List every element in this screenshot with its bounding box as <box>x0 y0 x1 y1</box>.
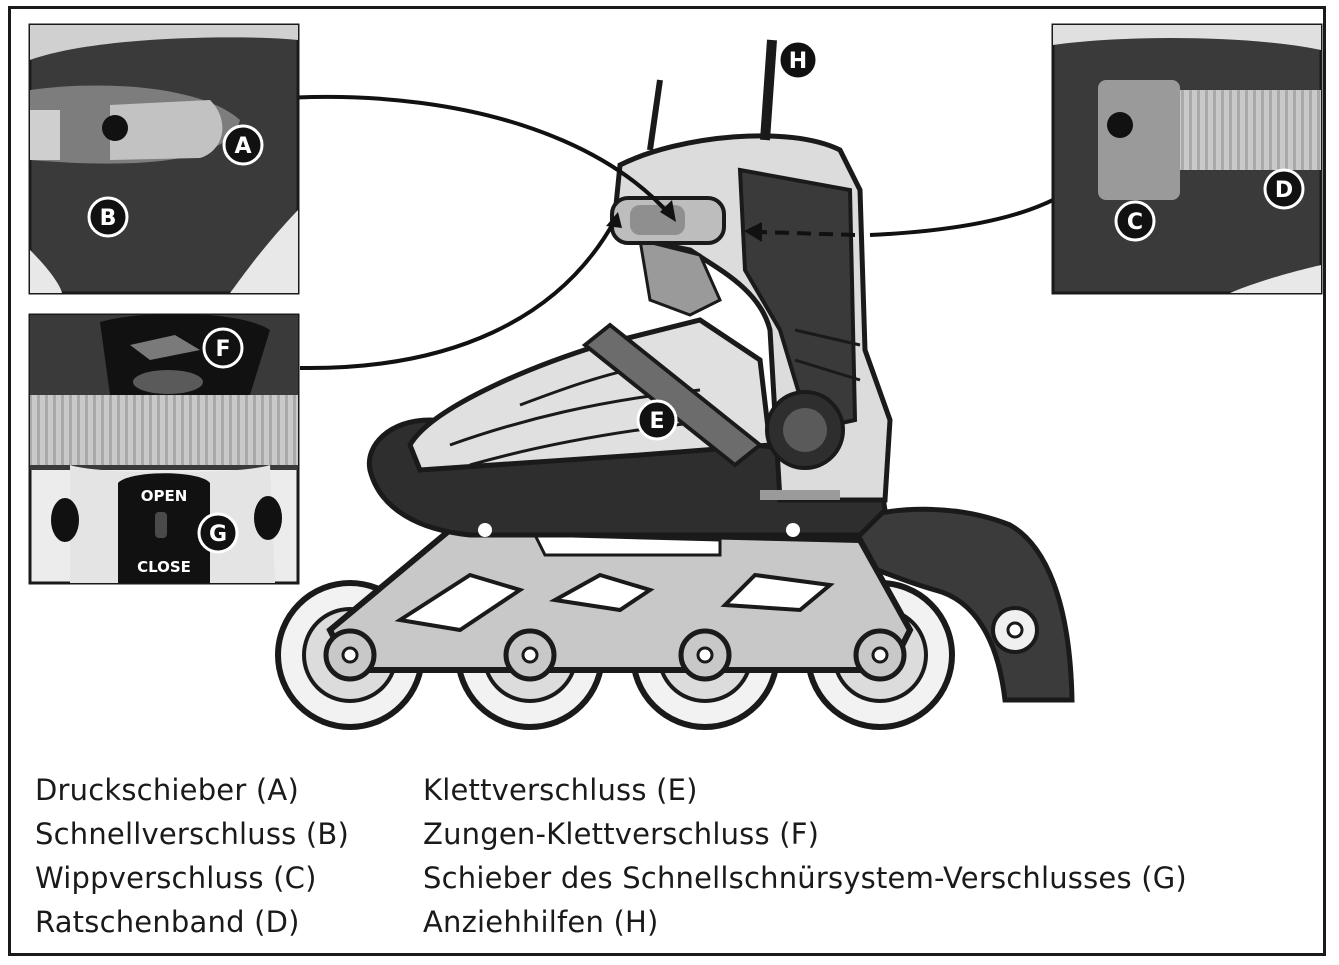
legend-item-b: Schnellverschluss (B) <box>35 817 350 851</box>
callout-h: H <box>789 49 807 74</box>
callout-g: G <box>209 522 227 547</box>
callout-badge-c <box>1114 200 1156 242</box>
callout-badge-f <box>202 327 244 369</box>
callout-c: C <box>1127 210 1143 235</box>
legend-right-column: Klettverschluss (E) Zungen-Klettverschlu… <box>423 768 1187 944</box>
connector-c-d-dashed <box>759 230 856 237</box>
callout-badge-d <box>1263 168 1305 210</box>
inset-c-d: C D <box>1051 23 1323 295</box>
callout-e: E <box>649 409 664 434</box>
callout-badge-b <box>87 196 129 238</box>
inset-a-b: A B <box>28 23 300 295</box>
pull-loop-handles <box>760 39 777 141</box>
legend-item-h: Anziehhilfen (H) <box>423 905 659 939</box>
callout-b: B <box>100 206 117 231</box>
axles <box>323 628 907 682</box>
legend-left-column: Druckschieber (A) Schnellverschluss (B) … <box>35 768 349 944</box>
connector-f <box>299 219 617 371</box>
boot-toe <box>407 317 773 473</box>
legend-item-e: Klettverschluss (E) <box>423 773 698 807</box>
callout-badge-e <box>636 399 678 441</box>
callout-badge-a <box>222 124 264 166</box>
diagram-frame <box>8 6 1326 956</box>
legend-item-a: Druckschieber (A) <box>35 773 299 807</box>
legend-item-f: Zungen-Klettverschluss (F) <box>423 817 820 851</box>
slider-close-label: CLOSE <box>137 558 191 576</box>
callout-badge-h <box>777 39 819 81</box>
callout-f: F <box>215 337 230 362</box>
skate-illustration <box>275 39 1075 730</box>
callout-d: D <box>1275 178 1293 203</box>
velcro-strap <box>581 322 764 468</box>
callout-a: A <box>234 134 251 159</box>
slider-open-label: OPEN <box>141 487 188 505</box>
legend-item-g: Schieber des Schnellschnürsystem-Verschl… <box>423 861 1187 895</box>
legend-item-c: Wippverschluss (C) <box>35 861 317 895</box>
legend-item-d: Ratschenband (D) <box>35 905 300 939</box>
inset-f-g: OPEN CLOSE F G <box>28 313 300 585</box>
callout-badge-g <box>197 512 239 554</box>
